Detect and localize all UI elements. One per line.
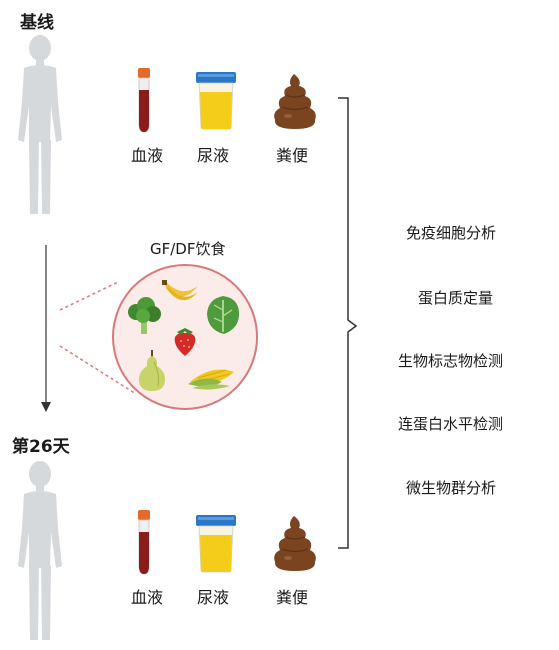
- zoom-line-top: [59, 281, 119, 311]
- curly-bracket: [338, 97, 358, 549]
- analysis-item-zonulin: 连蛋白水平检测: [398, 415, 504, 433]
- sample-label-stool: 粪便: [276, 588, 309, 607]
- broccoli-icon: [128, 297, 161, 334]
- sample-label-blood: 血液: [131, 588, 164, 607]
- timeline-arrow-icon: [41, 245, 51, 412]
- baseline-title: 基线: [20, 13, 54, 33]
- analysis-item-immune-cells: 免疫细胞分析: [406, 224, 497, 242]
- banana-icon: [162, 280, 198, 301]
- person-day26-icon: [18, 461, 62, 640]
- urine-cup-icon: [196, 515, 236, 573]
- urine-cup-icon: [196, 72, 236, 130]
- sample-label-urine: 尿液: [197, 588, 230, 607]
- diet-label: GF/DF饮食: [150, 240, 226, 258]
- strawberry-icon: [174, 328, 196, 356]
- blood-tube-icon: [138, 68, 150, 133]
- stool-icon: [274, 516, 316, 571]
- stool-icon: [274, 74, 316, 129]
- blood-tube-icon: [138, 510, 150, 575]
- zoom-line-bottom: [59, 345, 137, 395]
- analysis-item-proteomics: 蛋白质定量: [418, 289, 494, 307]
- pear-icon: [138, 350, 166, 391]
- sample-label-stool: 粪便: [276, 146, 309, 165]
- day26-title: 第26天: [12, 437, 70, 457]
- analysis-item-microbiome: 微生物群分析: [406, 479, 497, 497]
- corn-icon: [188, 369, 234, 390]
- lettuce-icon: [207, 296, 240, 334]
- analysis-item-biomarkers: 生物标志物检测: [398, 352, 504, 370]
- sample-label-blood: 血液: [131, 146, 164, 165]
- person-baseline-icon: [18, 35, 62, 214]
- sample-label-urine: 尿液: [197, 146, 230, 165]
